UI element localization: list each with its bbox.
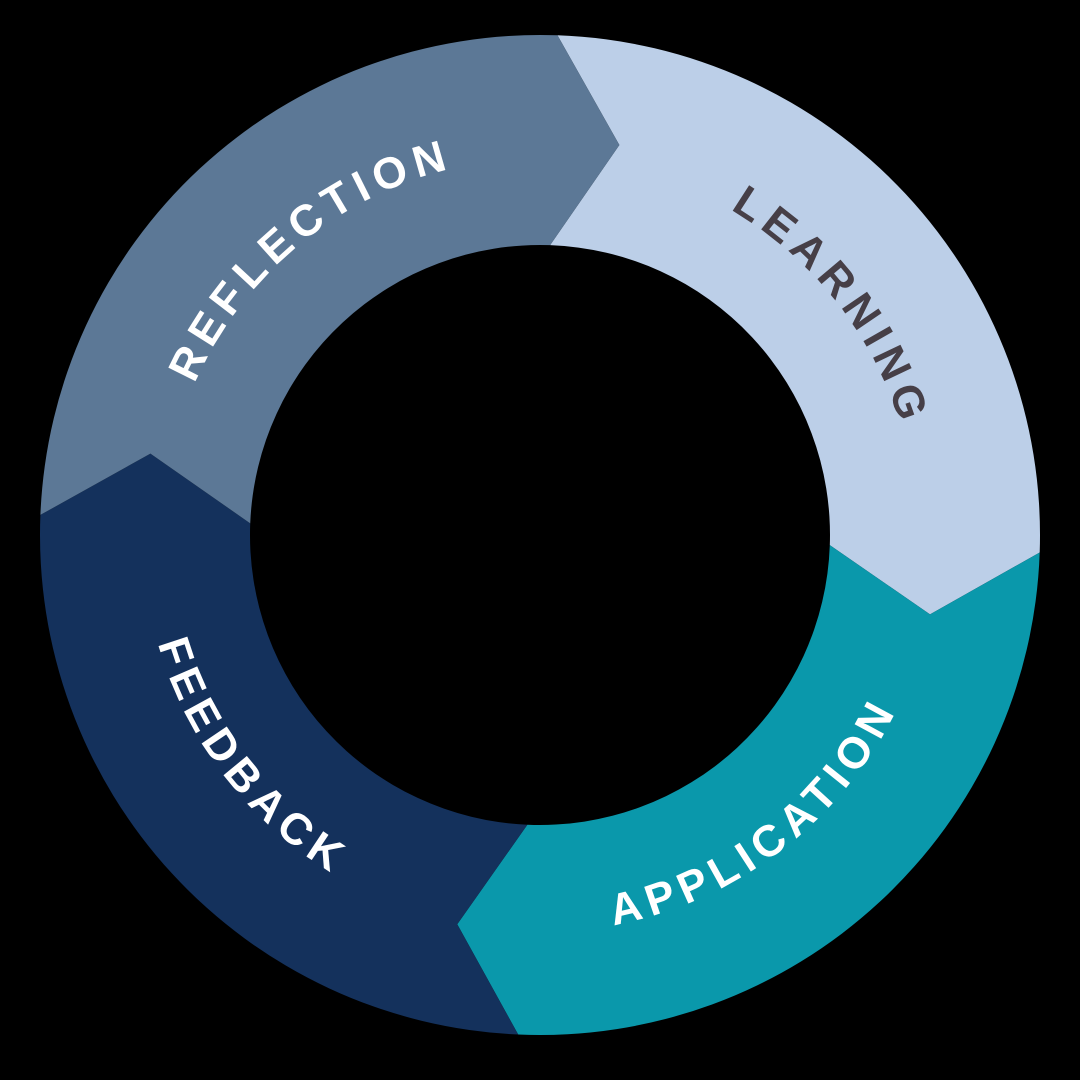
cycle-segments-group bbox=[39, 34, 1041, 1035]
segment-application bbox=[457, 545, 1040, 1035]
segment-learning bbox=[550, 35, 1041, 615]
segment-reflection bbox=[40, 34, 620, 524]
segment-feedback bbox=[39, 453, 528, 1035]
